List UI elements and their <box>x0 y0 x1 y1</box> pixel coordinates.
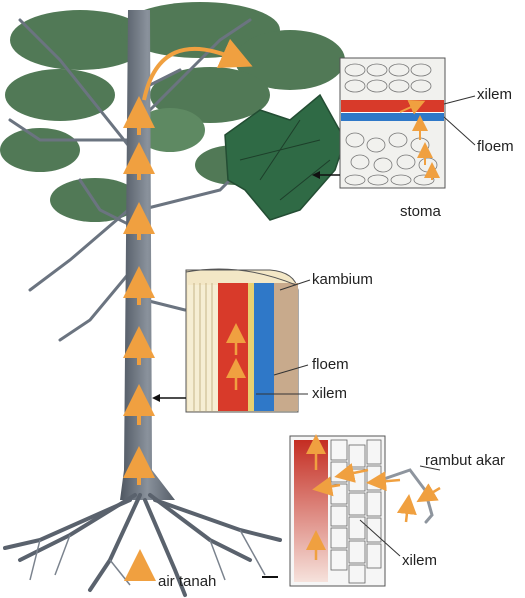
stoma-label: stoma <box>400 203 441 220</box>
leaf-cross-section <box>340 58 445 188</box>
root-xylem-core <box>294 440 328 582</box>
leaf-xylem-band <box>341 100 444 112</box>
root-hair-label: rambut akar <box>425 452 505 469</box>
leaf-phloem-band <box>341 113 444 121</box>
stem-xylem-band <box>218 283 248 411</box>
stem-phloem-band <box>254 283 274 411</box>
root-xylem-label: xilem <box>402 552 437 569</box>
stem-xylem-label: xilem <box>312 385 347 402</box>
stem-phloem-label: floem <box>312 356 349 373</box>
stem-cross-section <box>186 269 298 412</box>
tree-roots <box>5 495 280 595</box>
leaf-phloem-label: floem <box>477 138 514 155</box>
cambium-label: kambium <box>312 271 373 288</box>
leaf-label-leaders <box>444 96 475 145</box>
leaf-xylem-label: xilem <box>477 86 512 103</box>
stem-cambium-band <box>248 283 254 411</box>
groundwater-label: air tanah <box>158 573 216 590</box>
root-cross-section <box>290 436 385 586</box>
stem-bark <box>274 283 298 411</box>
